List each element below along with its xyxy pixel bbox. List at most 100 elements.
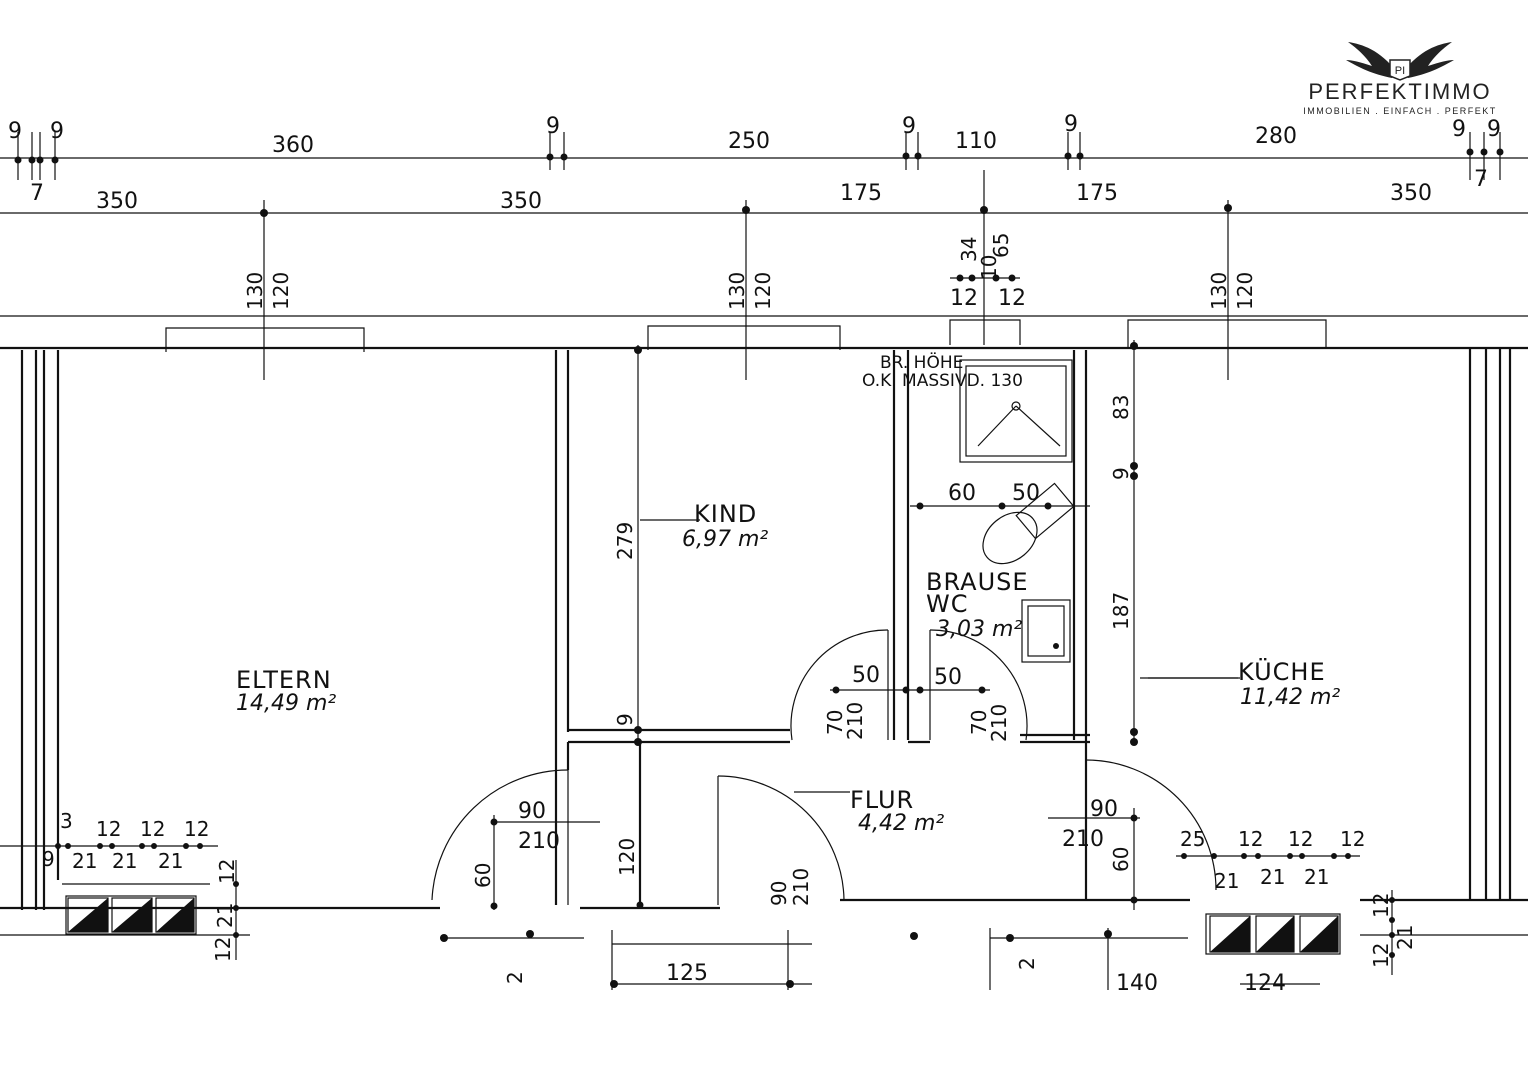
dim-label: 12 (1340, 827, 1365, 851)
dim-label: 9 (1487, 117, 1501, 142)
dim-label: 12 (1369, 943, 1393, 968)
dim-label: 25 (1180, 827, 1205, 851)
dim-label: 9 (902, 114, 916, 139)
interior-walls (554, 350, 1090, 905)
dim-label: 60 (948, 481, 976, 506)
dim-label: 7 (30, 181, 44, 206)
dimension-text-row-1: 9 9 360 9 250 9 110 9 280 9 9 7 7 (8, 112, 1501, 206)
room-area-flur: 4,42 m² (858, 811, 944, 836)
dim-label: 120 (1233, 272, 1257, 310)
dim-label: 9 (1452, 117, 1466, 142)
room-name-flur: FLUR (850, 786, 914, 814)
door-swings (431, 629, 1217, 905)
dim-label: 350 (96, 189, 138, 214)
dim-label: 210 (843, 702, 867, 740)
dim-label: 50 (852, 663, 880, 688)
room-name-eltern: ELTERN (236, 666, 332, 694)
dim-label: 65 (989, 233, 1013, 258)
dim-label: 9 (613, 713, 637, 726)
dim-label: 9 (42, 847, 55, 871)
dim-label: 21 (1260, 865, 1285, 889)
dim-label: 187 (1109, 592, 1133, 630)
dim-label: 3 (60, 809, 73, 833)
dim-label: 12 (211, 937, 235, 962)
room-name-kueche: KÜCHE (1238, 657, 1326, 686)
dim-label: 12 (950, 286, 978, 311)
dim-label: 70 (823, 710, 847, 735)
dim-label: 280 (1255, 124, 1297, 149)
dim-label: 83 (1109, 395, 1133, 420)
dim-label: 120 (751, 272, 775, 310)
dim-label: 21 (1214, 869, 1239, 893)
dim-label: 125 (666, 961, 708, 986)
shower-tray-icon (959, 359, 1073, 463)
dim-label: 12 (1238, 827, 1263, 851)
logo-brand: PERFEKTIMMO (1308, 79, 1491, 104)
dim-label: 21 (158, 849, 183, 873)
dim-label: 90 (767, 881, 791, 906)
dim-label: 130 (725, 272, 749, 310)
dim-label: 210 (1062, 827, 1104, 852)
dim-label: 250 (728, 129, 770, 154)
wings-logo-icon: PI (1346, 42, 1454, 81)
room-name-kind: KIND (694, 500, 757, 528)
dim-label: 130 (1207, 272, 1231, 310)
dim-label: 12 (96, 817, 121, 841)
toilet-icon (982, 482, 1075, 565)
dim-label: 2 (503, 971, 527, 984)
dim-label: 60 (1109, 847, 1133, 872)
note-massivd: O.K. MASSIVD. 130 (862, 371, 1023, 391)
dim-label: 279 (613, 522, 637, 560)
dim-label: 9 (8, 119, 22, 144)
dim-label: 12 (215, 859, 239, 884)
dim-label: 360 (272, 133, 314, 158)
dim-label: 12 (140, 817, 165, 841)
bottom-section: 125 140 124 2 2 (0, 928, 1528, 1080)
dim-label: 70 (967, 710, 991, 735)
dim-label: 350 (1390, 181, 1432, 206)
dim-label: 50 (934, 665, 962, 690)
room-area-eltern: 14,49 m² (236, 691, 336, 716)
washbasin-icon (1021, 599, 1071, 663)
room-labels: ELTERN 14,49 m² KIND 6,97 m² BRAUSE WC 3… (236, 500, 1340, 836)
dim-label: 120 (615, 838, 639, 876)
dim-label: 90 (518, 799, 546, 824)
dim-label: 350 (500, 189, 542, 214)
dim-label: 120 (269, 272, 293, 310)
room-name-brause: BRAUSE (926, 568, 1029, 596)
dim-label: 175 (840, 181, 882, 206)
dim-label: 210 (987, 704, 1011, 742)
room-area-kueche: 11,42 m² (1240, 685, 1340, 710)
dim-label: 12 (998, 286, 1026, 311)
parapet-note: BR. HÖHE O.K. MASSIVD. 130 (862, 351, 1023, 391)
room-area-bad: 3,03 m² (936, 617, 1022, 642)
exterior-walls (0, 319, 1528, 936)
logo-tagline: IMMOBILIEN . EINFACH . PERFEKT (1303, 106, 1497, 116)
room-area-kind: 6,97 m² (682, 527, 768, 552)
dim-label: 110 (955, 129, 997, 154)
dim-label: 9 (1109, 467, 1133, 480)
dim-label: 130 (243, 272, 267, 310)
dim-label: 210 (518, 829, 560, 854)
window-dimensions: 130 120 130 120 130 120 34 10 65 12 12 (243, 233, 1257, 311)
room-name-wc: WC (926, 590, 969, 618)
dim-label: 21 (72, 849, 97, 873)
dim-label: 2 (1015, 957, 1039, 970)
note-br-hoehe: BR. HÖHE (880, 351, 963, 373)
svg-text:PI: PI (1395, 65, 1405, 77)
dim-label: 21 (112, 849, 137, 873)
dim-label: 60 (471, 863, 495, 888)
dim-label: 7 (1474, 167, 1488, 192)
dim-label: 12 (1369, 893, 1393, 918)
dim-label: 50 (1012, 481, 1040, 506)
dim-label: 21 (1304, 865, 1329, 889)
dimension-lines-top (0, 132, 1528, 380)
dim-label: 34 (957, 237, 981, 262)
dimension-text-row-2: 350 350 175 175 350 (96, 181, 1432, 214)
shaft-boxes-right (1205, 913, 1341, 955)
dim-label: 90 (1090, 797, 1118, 822)
dim-label: 210 (789, 868, 813, 906)
dim-label: 12 (184, 817, 209, 841)
dim-label: 9 (1064, 112, 1078, 137)
